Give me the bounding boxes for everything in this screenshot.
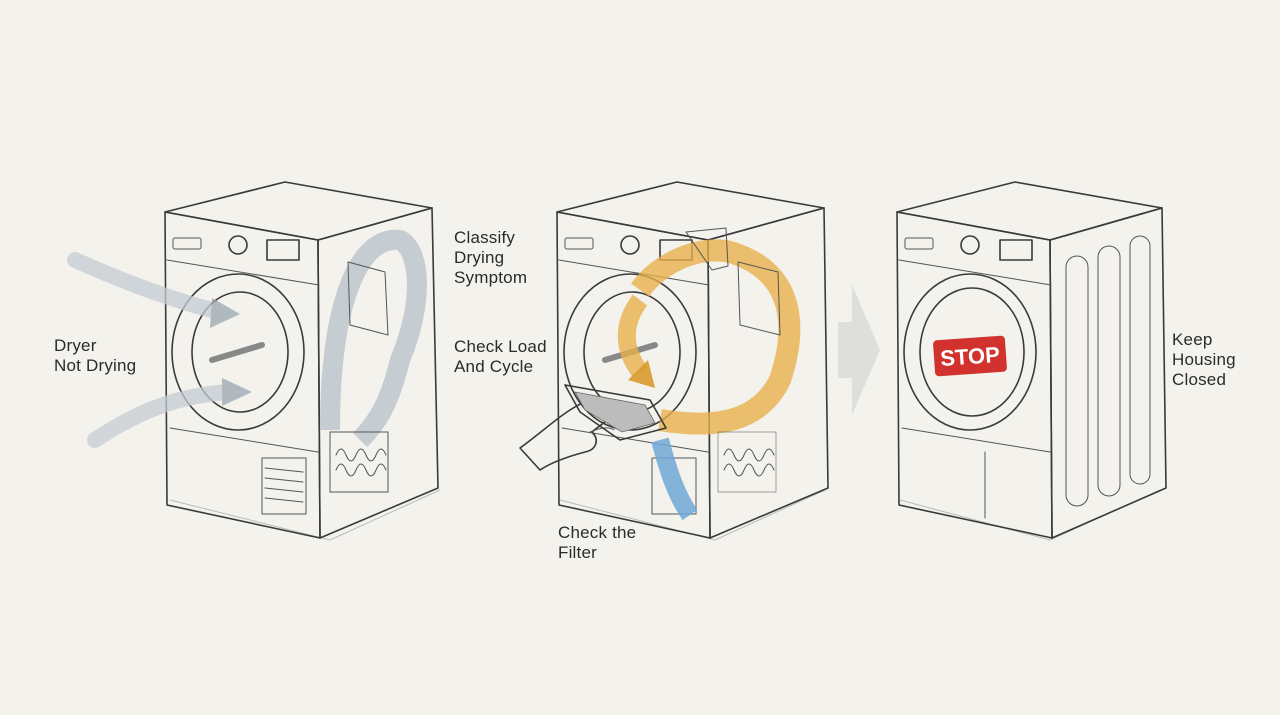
step-label-dryer-not-drying: Dryer Not Drying bbox=[54, 336, 136, 376]
lint-filter-icon bbox=[564, 384, 667, 441]
label-line: Housing bbox=[1172, 350, 1236, 369]
step-label-check-load-cycle: Check Load And Cycle bbox=[454, 337, 547, 377]
label-line: And Cycle bbox=[454, 357, 534, 376]
stop-sign-icon: STOP bbox=[933, 335, 1007, 377]
dryer-icon bbox=[556, 181, 829, 541]
label-line: Check Load bbox=[454, 337, 547, 356]
label-line: Dryer bbox=[54, 336, 97, 355]
dryer-icon bbox=[896, 181, 1167, 541]
label-line: Classify bbox=[454, 228, 516, 247]
label-line: Check the bbox=[558, 523, 637, 542]
label-line: Drying bbox=[454, 248, 505, 267]
label-line: Symptom bbox=[454, 268, 528, 287]
airflow-arrow-icon bbox=[67, 252, 252, 448]
stop-sign-text: STOP bbox=[939, 342, 1000, 371]
step-label-classify-symptom: Classify Drying Symptom bbox=[454, 228, 527, 288]
step-label-keep-housing-closed: Keep Housing Closed bbox=[1172, 330, 1236, 390]
next-step-arrow-icon bbox=[838, 285, 880, 415]
label-line: Closed bbox=[1172, 370, 1227, 389]
label-line: Keep bbox=[1172, 330, 1213, 349]
step-label-check-filter: Check the Filter bbox=[558, 523, 636, 563]
label-line: Not Drying bbox=[54, 356, 137, 375]
dryer-icon bbox=[164, 181, 441, 541]
label-line: Filter bbox=[558, 543, 597, 562]
